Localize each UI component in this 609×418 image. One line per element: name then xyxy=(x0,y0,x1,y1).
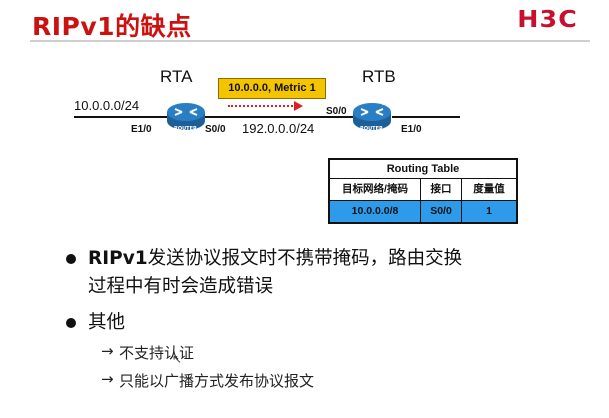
bullet-1-line-2: 过程中有时会造成错误 xyxy=(88,276,274,297)
slide-title: RIPv1的缺点 xyxy=(32,12,192,41)
bullet-1-line-1: RIPv1发送协议报文时不携带掩码，路由交换 xyxy=(88,248,463,269)
mouse-cursor-icon: ↖ xyxy=(172,352,183,366)
metric-cell: 1 xyxy=(486,205,492,217)
rta-s0-port: S0/0 xyxy=(205,124,226,135)
rta-name: RTA xyxy=(160,67,193,86)
rtb-lan-link xyxy=(392,116,460,118)
rta-lan-network: 10.0.0.0/24 xyxy=(74,98,140,113)
serial-link xyxy=(205,116,353,118)
column-header-destination: 目标网络/掩码 xyxy=(330,179,421,200)
update-arrow-line xyxy=(228,105,296,107)
rtb-device-text: ROUTER xyxy=(360,126,383,132)
bullet-1-line-1-rest: 发送协议报文时不携带掩码，路由交换 xyxy=(147,248,463,269)
subitem-no-auth: 不支持认证 xyxy=(119,344,195,362)
rta-e1-port: E1/0 xyxy=(131,124,152,135)
rta-lan-link xyxy=(74,116,168,118)
column-header-interface: 接口 xyxy=(421,179,462,200)
rtb-name: RTB xyxy=(362,67,396,86)
rtb-e1-port: E1/0 xyxy=(401,124,422,135)
h3c-logo: H3C xyxy=(517,7,578,33)
bullet-dot-icon xyxy=(66,254,76,264)
bullet-2-text: 其他 xyxy=(88,312,126,333)
column-header-metric: 度量值 xyxy=(473,183,505,195)
subitem-broadcast-only: 只能以广播方式发布协议报文 xyxy=(119,372,315,390)
routing-table-header-row: 目标网络/掩码 接口 度量值 xyxy=(330,179,516,201)
bullet-dot-icon xyxy=(66,318,76,328)
rta-router-icon xyxy=(166,101,206,131)
arrow-right-icon: → xyxy=(101,342,114,360)
routing-update-message: 10.0.0.0, Metric 1 xyxy=(218,78,326,99)
arrow-right-icon: → xyxy=(101,370,114,388)
title-divider xyxy=(30,40,590,42)
routing-table-title: Routing Table xyxy=(330,160,516,179)
serial-link-network: 192.0.0.0/24 xyxy=(242,121,315,136)
update-arrow-head-icon xyxy=(294,101,303,111)
rtb-s0-port: S0/0 xyxy=(326,106,347,117)
rtb-router-icon xyxy=(352,101,392,131)
rta-device-text: ROUTER xyxy=(174,126,197,132)
table-row: 10.0.0.0/8 S0/0 1 xyxy=(330,201,516,222)
destination-cell: 10.0.0.0/8 xyxy=(330,201,421,222)
interface-cell: S0/0 xyxy=(421,201,462,222)
routing-table: Routing Table 目标网络/掩码 接口 度量值 10.0.0.0/8 … xyxy=(328,158,518,224)
